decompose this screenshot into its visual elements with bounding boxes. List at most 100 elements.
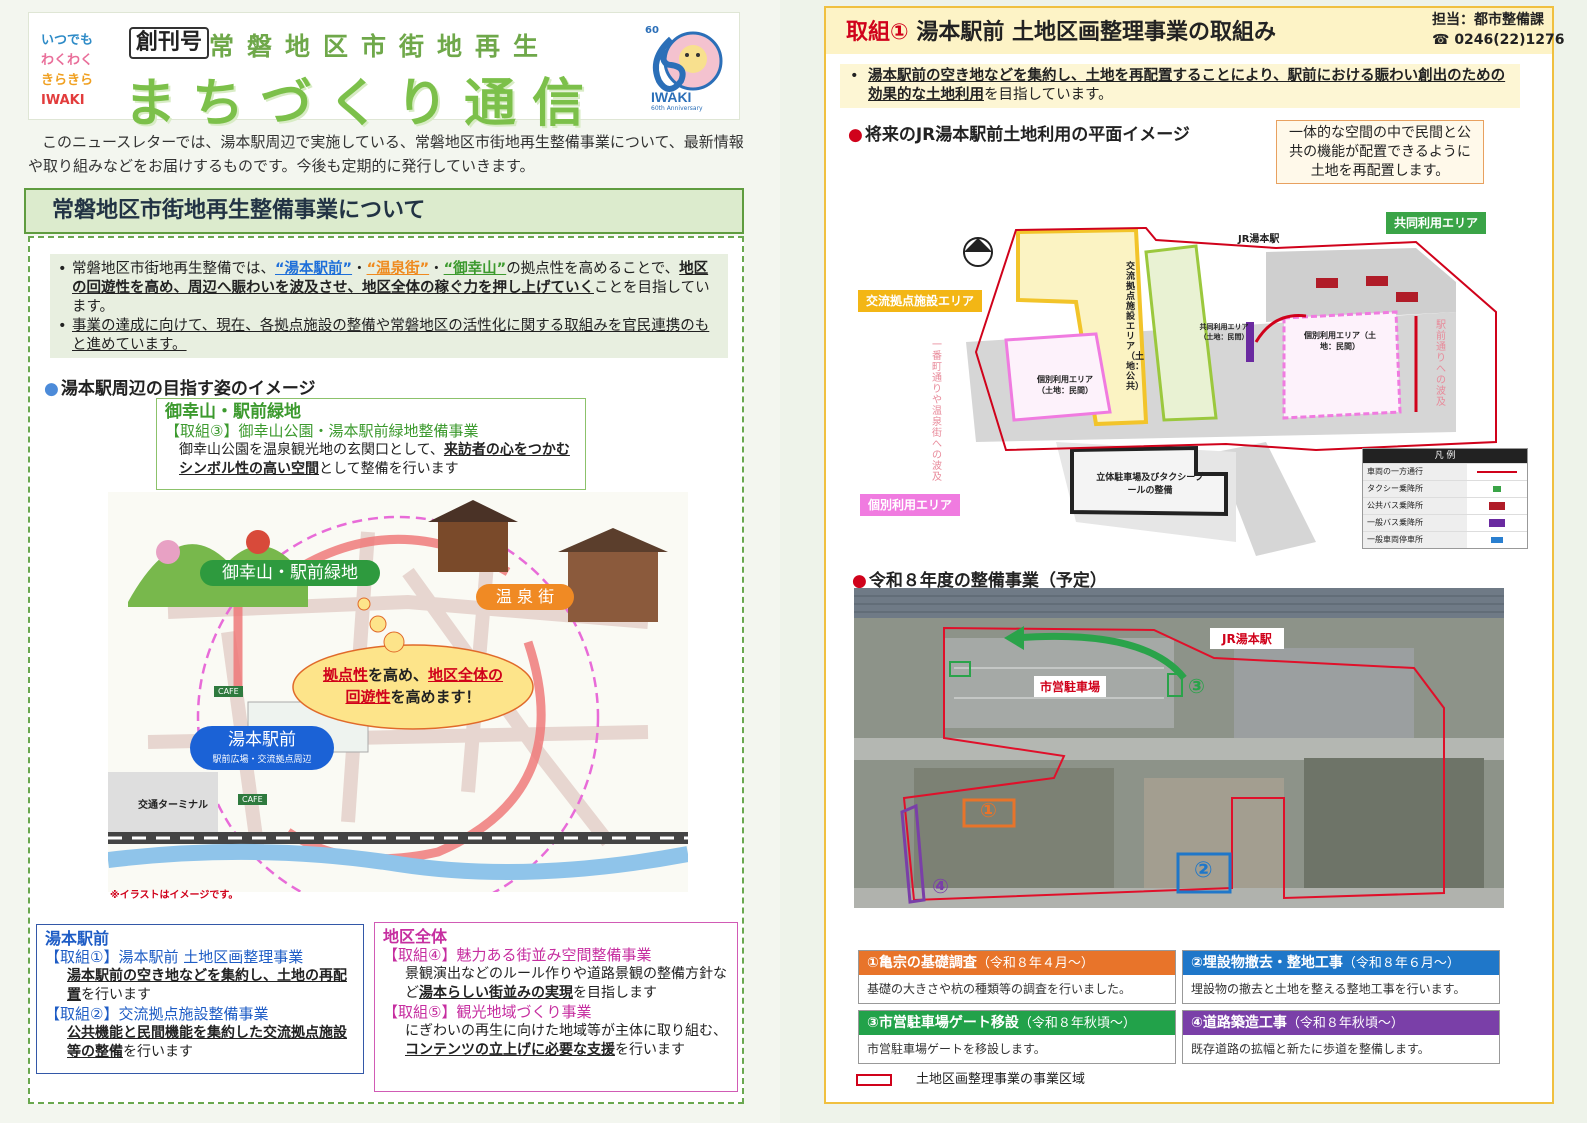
legend-row-2: 公共バス乗降所 xyxy=(1363,497,1527,514)
project-2-desc-t: を行います xyxy=(123,1044,193,1060)
legend-label: 公共バス乗降所 xyxy=(1363,498,1467,514)
task-4: ④道路築造工事（令和８年秋頃～） 既存道路の拡幅と新たに歩道を整備します。 xyxy=(1182,1010,1500,1064)
task-3-header: ③市営駐車場ゲート移設（令和８年秋頃～） xyxy=(859,1011,1175,1035)
project-5-desc: にぎわいの再生に向けた地域等が主体に取り組む、コンテンツの立上げに必要な支援を行… xyxy=(383,1022,729,1060)
issue-label: 創刊号 xyxy=(129,27,210,59)
area-legend-label: 土地区画整理事業の事業区域 xyxy=(916,1072,1086,1087)
right-title-red: 取組① xyxy=(846,20,909,45)
plan-individual-left: 個別利用エリア（土地：民間） xyxy=(1037,375,1093,395)
project-4-desc-u: 湯本らしい街並みの実現 xyxy=(419,985,573,1001)
cloud-t1: 拠点性 xyxy=(322,666,368,684)
overview-bullets: 常磐地区市街地再生整備では、“湯本駅前”・“温泉街”・“御幸山”の拠点性を高める… xyxy=(50,254,728,358)
plan-heading: 将来のJR湯本駅前土地利用の平面イメージ xyxy=(848,120,1190,145)
tag-shared: 共同利用エリア xyxy=(1386,212,1487,234)
project-5-desc-u: コンテンツの立上げに必要な支援 xyxy=(405,1042,615,1058)
misaki-desc: 御幸山公園を温泉観光地の玄関口として、来訪者の心をつかむシンボル性の高い空間とし… xyxy=(165,441,577,479)
task-4-period: （令和８年秋頃～） xyxy=(1286,1016,1404,1031)
task-3-period: （令和８年秋頃～） xyxy=(1018,1016,1136,1031)
plan-shared-area: 共同利用エリア（土地：民間） xyxy=(1199,323,1249,341)
plan-callout: 一体的な空間の中で民間と公共の機能が配置できるように土地を再配置します。 xyxy=(1276,120,1484,184)
plan-legend: 凡 例 車両の一方通行 タクシー乗降所 公共バス乗降所 一般バス乗降所 一般車両… xyxy=(1362,448,1528,549)
task-2-title: ②埋設物撤去・整地工事 xyxy=(1191,955,1343,971)
task-2-period: （令和８年６月～） xyxy=(1342,956,1460,971)
legend-row-3: 一般バス乗降所 xyxy=(1363,514,1527,531)
box-district: 地区全体 【取組④】魅力ある街並み空間整備事業 景観演出などのルール作りや道路景… xyxy=(374,922,738,1092)
aerial-marker-2: ② xyxy=(1194,858,1213,883)
tag-exchange: 交流拠点施設エリア xyxy=(858,290,983,312)
label-cafe-1: CAFE xyxy=(214,686,243,697)
legend-label: 一般バス乗降所 xyxy=(1363,515,1467,531)
project-2-desc: 公共機能と民間機能を集約した交流拠点施設等の整備を行います xyxy=(45,1024,355,1062)
legend-label: 車両の一方通行 xyxy=(1363,464,1467,480)
image-heading: 湯本駅周辺の目指す姿のイメージ xyxy=(44,374,316,399)
logo-sub: 60th Anniversary xyxy=(651,105,703,112)
contact-tel: ☎ 0246(22)1276 xyxy=(1432,32,1565,48)
cloud-t4: 回遊性 xyxy=(345,688,391,706)
misaki-title: 御幸山・駅前緑地 xyxy=(165,402,301,422)
aerial-marker-1: ① xyxy=(980,798,997,822)
task-2: ②埋設物撤去・整地工事（令和８年６月～） 埋設物の撤去と土地を整える整地工事を行… xyxy=(1182,950,1500,1004)
logo-number: 60 xyxy=(645,25,659,36)
legend-row-0: 車両の一方通行 xyxy=(1363,463,1527,480)
plan-legend-title: 凡 例 xyxy=(1363,449,1527,463)
masthead-title: まちづくり通信 xyxy=(124,74,601,134)
aerial-parking-label: 市営駐車場 xyxy=(1034,676,1107,697)
label-misaki: 御幸山・駅前緑地 xyxy=(200,560,380,586)
legend-label: タクシー乗降所 xyxy=(1363,481,1467,497)
task-1-title: ①亀宗の基礎調査 xyxy=(867,955,977,971)
section-heading: 常磐地区市街地再生整備事業について xyxy=(24,188,744,234)
legend-row-4: 一般車両停車所 xyxy=(1363,531,1527,548)
iwaki-60th-logo: 60 IWAKI 60th Anniversary xyxy=(641,19,723,114)
cloud-text: 拠点性を高め、地区全体の 回遊性を高めます！ xyxy=(308,664,518,708)
legend-row-1: タクシー乗降所 xyxy=(1363,480,1527,497)
task-2-body: 埋設物の撤去と土地を整える整地工事を行います。 xyxy=(1191,982,1466,996)
keyword-yumoto: “湯本駅前” xyxy=(275,261,353,277)
plan-exchange-area: 交流拠点施設エリア（土地：公共） xyxy=(1126,262,1145,392)
task-2-header: ②埋設物撤去・整地工事（令和８年６月～） xyxy=(1183,951,1499,975)
masthead: いつでも わくわく きらきら IWAKI 創刊号 常磐地区市街地再生 まちづくり… xyxy=(28,12,740,134)
project-1-desc-t: を行います xyxy=(81,987,151,1003)
label-terminal: 交通ターミナル xyxy=(138,800,208,811)
task-3: ③市営駐車場ゲート移設（令和８年秋頃～） 市営駐車場ゲートを移設します。 xyxy=(858,1010,1176,1064)
aerial-photo: JR湯本駅 市営駐車場 ① ② ③ ④ xyxy=(854,588,1504,908)
box-district-title: 地区全体 xyxy=(383,927,448,946)
label-station-title: 湯本駅前 xyxy=(228,730,296,750)
aerial-marker-4: ④ xyxy=(932,874,949,898)
tag-individual: 個別利用エリア xyxy=(860,494,961,516)
illustration-note: ※イラストはイメージです。 xyxy=(110,890,239,901)
bullet1-text: ことを目指しています。 xyxy=(72,280,710,315)
catchphrase-1: いつでも xyxy=(41,33,94,48)
misaki-desc-2: 来訪者の心をつかむシンボル性の高い空間 xyxy=(179,442,570,477)
sep: ・ xyxy=(429,261,444,277)
bullet-2: 事業の達成に向けて、現在、各拠点施設の整備や常磐地区の活性化に関する取組みを官民… xyxy=(58,317,718,355)
plan-side-left: 一番町通りや温泉街への波及 xyxy=(932,340,942,483)
bullet1-emphasis: 地区の回遊性を高め、周辺へ賑わいを波及させ、地区全体の稼ぐ力を押し上げていく xyxy=(72,261,709,296)
aerial-marker-3: ③ xyxy=(1188,674,1205,698)
legend-label: 一般車両停車所 xyxy=(1363,532,1467,548)
area-legend-swatch xyxy=(856,1073,892,1086)
bullet-dot: • xyxy=(850,68,859,84)
right-bullet-u: 湯本駅前の空き地などを集約し、土地を再配置することにより、駅前における賑わい創出… xyxy=(868,68,1506,103)
project-2-title: 【取組②】交流拠点施設整備事業 xyxy=(45,1005,269,1023)
catchphrase-3: きらきら xyxy=(41,73,94,88)
catchphrase-4: IWAKI xyxy=(41,93,85,108)
project-4-title: 【取組④】魅力ある街並み空間整備事業 xyxy=(383,946,652,964)
plan-parking: 立体駐車場及びタクシープールの整備 xyxy=(1096,473,1204,496)
cloud-t3: 地区全体の xyxy=(428,666,504,684)
bullet1-text: の拠点性を高めることで、 xyxy=(506,261,680,277)
right-bullet-t: を目指しています。 xyxy=(984,87,1113,103)
label-station-sub: 駅前広場・交流拠点周辺 xyxy=(212,755,312,765)
right-title-text: 湯本駅前 土地区画整理事業の取組み xyxy=(916,20,1276,45)
misaki-project: 【取組③】御幸山公園・湯本駅前緑地整備事業 xyxy=(165,422,479,440)
town-illustration: 御幸山・駅前緑地 温 泉 街 湯本駅前 駅前広場・交流拠点周辺 交通ターミナル … xyxy=(107,492,690,919)
project-2-desc-u: 公共機能と民間機能を集約した交流拠点施設等の整備 xyxy=(67,1025,347,1060)
project-5-desc-2: を行います xyxy=(615,1042,685,1058)
contact: 担当：都市整備課 ☎ 0246(22)1276 xyxy=(1432,10,1565,50)
logo-text: IWAKI xyxy=(651,89,692,105)
plan-individual-right: 個別利用エリア（土地：民間） xyxy=(1304,331,1376,351)
contact-dept: 担当：都市整備課 xyxy=(1432,12,1544,28)
task-3-body: 市営駐車場ゲートを移設します。 xyxy=(867,1042,1046,1056)
plan-map: 共同利用エリア 交流拠点施設エリア 個別利用エリア JR湯本駅 交流拠点施設エリ… xyxy=(858,212,1534,556)
aerial-svg xyxy=(854,588,1504,908)
task-1-period: （令和８年４月～） xyxy=(976,956,1094,971)
